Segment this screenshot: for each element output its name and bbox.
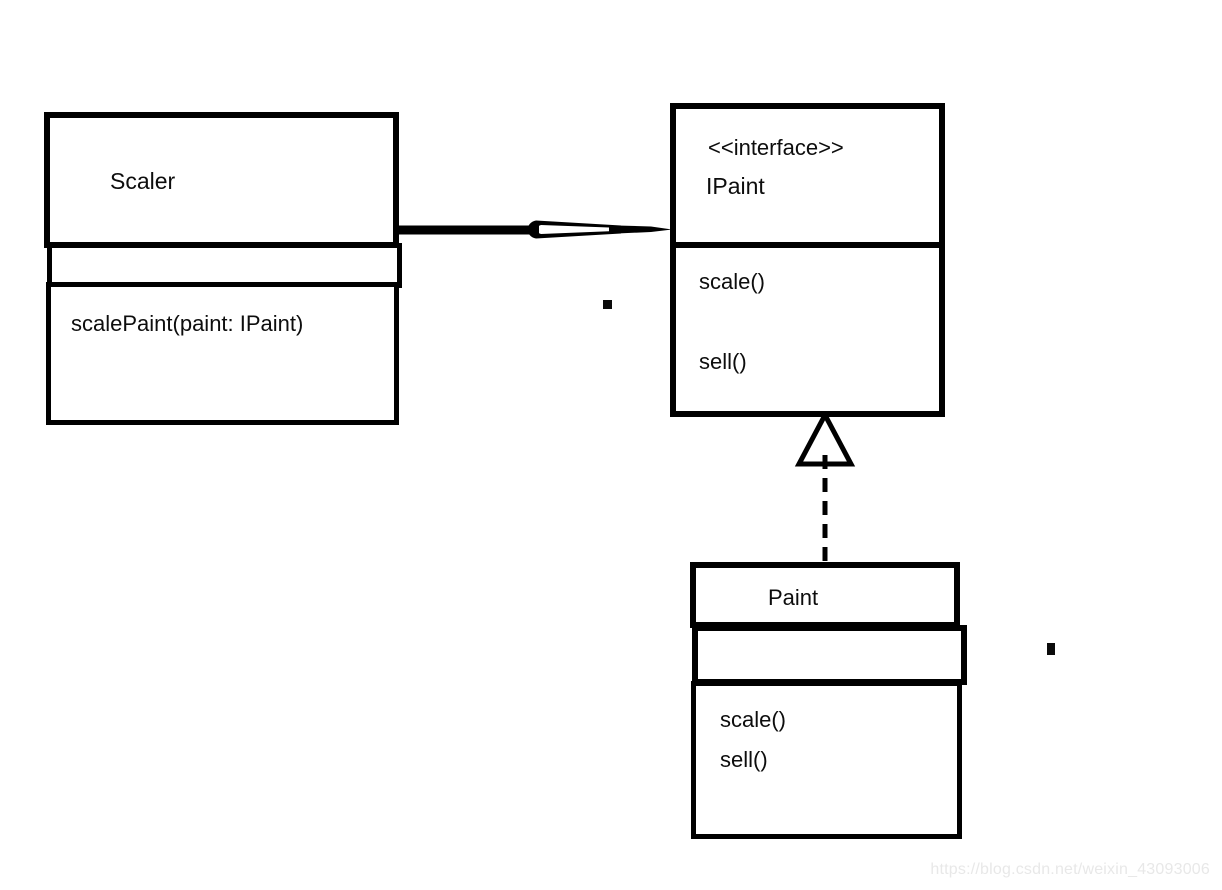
scaler-name-compartment: Scaler [44, 112, 399, 248]
paint-attributes-compartment [692, 625, 967, 685]
paint-class-name: Paint [768, 585, 819, 610]
ipaint-interface-name: IPaint [706, 173, 765, 199]
association-line-hollow-nib [527, 220, 621, 239]
ipaint-interface-box: <<interface>> IPaint scale() sell() [670, 103, 945, 417]
association-line-taper-tip [617, 225, 672, 234]
paint-methods-compartment: scale() sell() [691, 681, 962, 839]
paint-name-compartment: Paint [690, 562, 960, 628]
stray-mark-right [1047, 643, 1055, 655]
association-connector [397, 220, 672, 239]
realization-arrow [794, 412, 856, 585]
csdn-watermark: https://blog.csdn.net/weixin_43093006 [930, 861, 1210, 878]
stray-mark-left [603, 300, 612, 309]
scaler-method: scalePaint(paint: IPaint) [71, 311, 304, 336]
ipaint-method-scale: scale() [699, 269, 766, 294]
ipaint-method-sell: sell() [699, 349, 747, 374]
association-line-thick-segment [397, 225, 539, 235]
ipaint-stereotype: <<interface>> [708, 135, 844, 160]
paint-method-scale: scale() [720, 707, 787, 732]
paint-method-sell: sell() [720, 747, 768, 772]
scaler-class-name: Scaler [110, 168, 176, 194]
scaler-methods-compartment: scalePaint(paint: IPaint) [46, 282, 399, 425]
ipaint-compartment-divider [670, 242, 945, 248]
